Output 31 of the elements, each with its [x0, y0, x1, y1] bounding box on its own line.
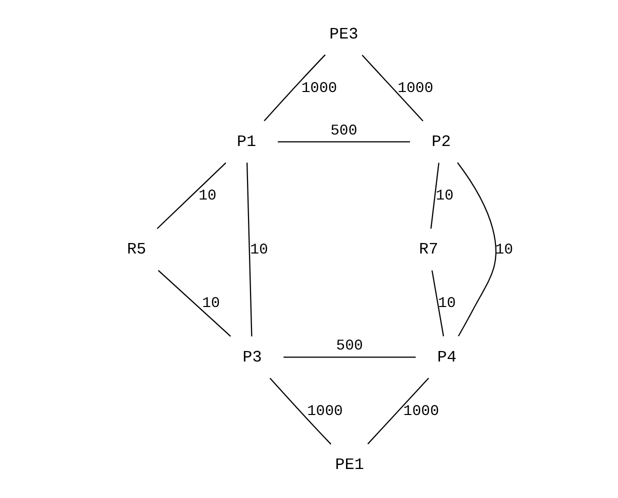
connector [156, 162, 226, 229]
connector [361, 54, 423, 121]
edge-label: 1000 [306, 403, 342, 420]
node-text: PE1 [334, 456, 364, 474]
connector [430, 162, 439, 228]
node-text: R7 [418, 240, 438, 258]
edge-label: 10 [435, 188, 454, 204]
connector [263, 54, 326, 121]
edge-label: 1000 [397, 80, 433, 96]
connector [157, 270, 230, 336]
node-text: P2 [431, 132, 450, 151]
node-text: R5 [126, 240, 146, 258]
connector [456, 162, 496, 336]
node-text: PE3 [328, 24, 358, 43]
connector [430, 270, 444, 336]
edge-label: 500 [336, 338, 362, 354]
edge-label: 1000 [402, 403, 439, 420]
edge-label: 10 [198, 188, 216, 204]
edge-label: 10 [438, 296, 456, 312]
edge-label: 10 [250, 242, 268, 258]
edge-label: 10 [202, 296, 220, 312]
connector [283, 356, 416, 358]
edge-label: 1000 [300, 80, 337, 96]
connector [269, 377, 331, 444]
connector [277, 140, 410, 142]
node-text: P3 [242, 348, 262, 366]
node-text: P4 [436, 348, 456, 366]
edge-label: 500 [330, 122, 357, 139]
connector [246, 162, 252, 336]
node-text: P1 [236, 132, 256, 151]
connector [366, 377, 429, 444]
